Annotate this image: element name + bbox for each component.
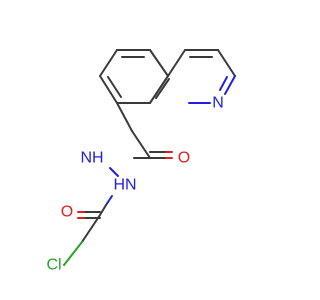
amide-nh-label: NH bbox=[80, 150, 103, 167]
chemical-structure-diagram: N O NH HN O Cl bbox=[46, 49, 236, 274]
hydrazide-hn-label: HN bbox=[113, 177, 136, 194]
carbonyl-oxygen-bottom-label: O bbox=[61, 204, 73, 221]
carbonyl-oxygen-top-label: O bbox=[178, 150, 190, 167]
ring-nitrogen-label: N bbox=[212, 95, 224, 112]
amide-group-top bbox=[116, 102, 173, 159]
chlorine-label: Cl bbox=[46, 257, 61, 274]
benzene-ring bbox=[99, 49, 170, 104]
pyridine-ring bbox=[149, 49, 236, 104]
hydrazide-chain bbox=[63, 167, 119, 266]
